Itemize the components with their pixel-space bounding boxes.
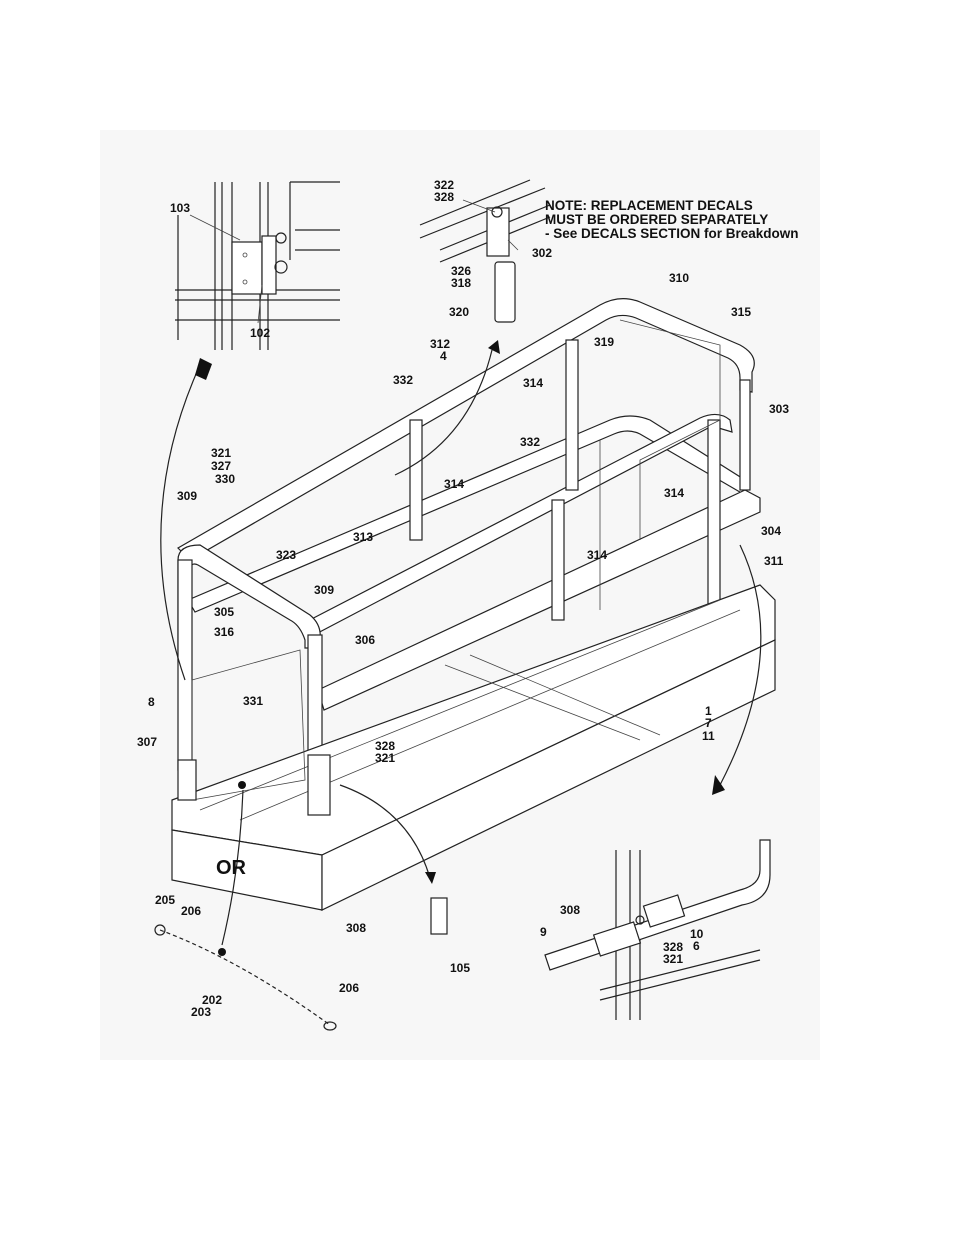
callout-321-b: 321 [375,751,395,765]
callout-303: 303 [769,402,789,416]
callout-315: 315 [731,305,751,319]
callout-307: 307 [137,735,157,749]
callout-328: 328 [434,190,454,204]
post-rear-right [740,380,750,490]
callout-316: 316 [214,625,234,639]
callout-313: 313 [353,530,373,544]
callout-306: 306 [355,633,375,647]
hinge-barrel [262,236,276,294]
callout-327: 327 [211,459,231,473]
callout-103: 103 [170,201,190,215]
note-line-1: NOTE: REPLACEMENT DECALS [545,198,753,213]
callout-318: 318 [451,276,471,290]
callout-4: 4 [440,349,447,363]
post-mid [552,500,564,620]
callout-105: 105 [450,961,470,975]
callout-321-a: 321 [211,446,231,460]
callout-332-b: 332 [520,435,540,449]
callout-319: 319 [594,335,614,349]
callout-332-a: 332 [393,373,413,387]
callout-205: 205 [155,893,175,907]
callout-309-a: 309 [177,489,197,503]
callout-309-b: 309 [314,583,334,597]
hinge-plate [232,242,262,294]
callout-8: 8 [148,695,155,709]
callout-7: 7 [705,716,712,730]
post-sleeve [308,755,330,815]
decal-105 [431,898,447,934]
post-rear-2 [566,340,578,490]
callout-323: 323 [276,548,296,562]
callout-331: 331 [243,694,263,708]
or-label: OR [216,857,247,879]
callout-308-a: 308 [346,921,366,935]
chain-anchor-dot [238,781,246,789]
latch-pin [495,262,515,322]
callout-330: 330 [215,472,235,486]
note-line-3: - See DECALS SECTION for Breakdown [545,226,799,241]
callout-311: 311 [764,554,784,568]
callout-314-c: 314 [664,486,684,500]
callout-6: 6 [693,939,700,953]
callout-206-b: 206 [339,981,359,995]
callout-304: 304 [761,524,781,538]
callout-11: 11 [702,729,715,743]
gate-post-sleeve [178,760,196,800]
post-rear-1 [410,420,422,540]
callout-9: 9 [540,925,547,939]
callout-206-a: 206 [181,904,201,918]
callout-308-b: 308 [560,903,580,917]
callout-314-b: 314 [444,477,464,491]
callout-305: 305 [214,605,234,619]
callout-314-d: 314 [587,548,607,562]
callout-102: 102 [250,326,270,340]
callout-302: 302 [532,246,552,260]
callout-203: 203 [191,1005,211,1019]
callout-320: 320 [449,305,469,319]
callout-310: 310 [669,271,689,285]
callout-321-c: 321 [663,952,683,966]
latch-housing [487,208,509,256]
callout-314-a: 314 [523,376,543,390]
note-line-2: MUST BE ORDERED SEPARATELY [545,212,768,227]
